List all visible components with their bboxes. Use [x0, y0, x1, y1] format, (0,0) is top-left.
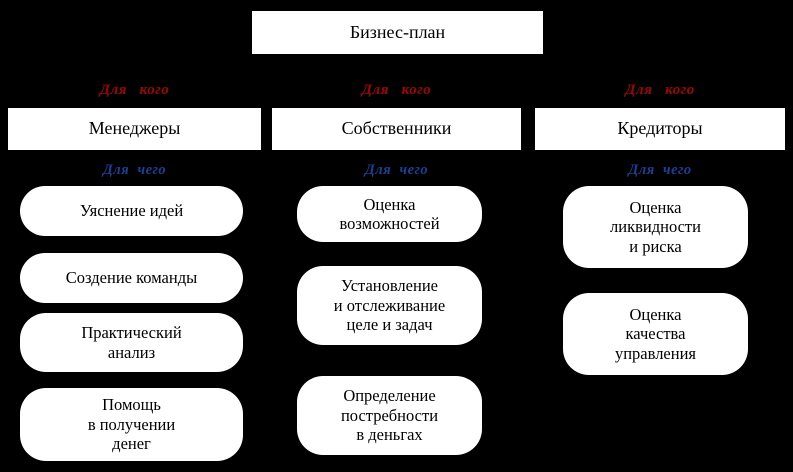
leaf-box-owners-2: Установление и отслеживание целе и задач — [297, 266, 482, 345]
leaf-box-managers-1-label: Уяснение идей — [79, 201, 184, 221]
edge-label-who-managers: Для кого — [99, 82, 170, 98]
leaf-box-managers-2: Создение команды — [20, 253, 243, 303]
leaf-box-creditors-2-label: Оценка качества управления — [614, 304, 697, 363]
edge-label-who-creditors: Для кого — [625, 82, 695, 98]
leaf-box-managers-4-label: Помощь в получении денег — [87, 395, 176, 454]
header-box-owners-label: Собственники — [341, 118, 452, 139]
header-box-managers-label: Менеджеры — [88, 118, 181, 139]
leaf-box-owners-3: Определение постребности в деньгах — [297, 376, 482, 455]
title-box-label: Бизнес-план — [349, 21, 446, 42]
leaf-box-managers-2-label: Создение команды — [65, 268, 198, 288]
leaf-box-managers-3: Практический анализ — [20, 313, 243, 372]
leaf-box-managers-3-label: Практический анализ — [81, 323, 182, 362]
edge-label-who-owners: Для кого — [361, 82, 432, 98]
leaf-box-owners-3-label: Определение постребности в деньгах — [340, 386, 439, 445]
leaf-box-creditors-1: Оценка ликвидности и риска — [563, 186, 748, 268]
leaf-box-creditors-2: Оценка качества управления — [563, 293, 748, 375]
title-box: Бизнес-план — [252, 11, 543, 54]
leaf-box-managers-1: Уяснение идей — [20, 186, 243, 236]
header-box-creditors-label: Кредиторы — [617, 118, 703, 139]
leaf-box-managers-4: Помощь в получении денег — [20, 388, 243, 461]
header-box-creditors: Кредиторы — [535, 108, 785, 150]
leaf-box-owners-2-label: Установление и отслеживание целе и задач — [333, 276, 446, 335]
edge-label-what-owners: Для чего — [364, 162, 429, 178]
leaf-box-creditors-1-label: Оценка ликвидности и риска — [610, 197, 701, 256]
edge-label-what-creditors: Для чего — [628, 162, 692, 178]
edge-label-what-managers: Для чего — [102, 162, 167, 178]
header-box-owners: Собственники — [272, 108, 521, 150]
header-box-managers: Менеджеры — [8, 108, 261, 150]
leaf-box-owners-1-label: Оценка возможностей — [339, 194, 440, 233]
leaf-box-owners-1: Оценка возможностей — [297, 186, 482, 242]
